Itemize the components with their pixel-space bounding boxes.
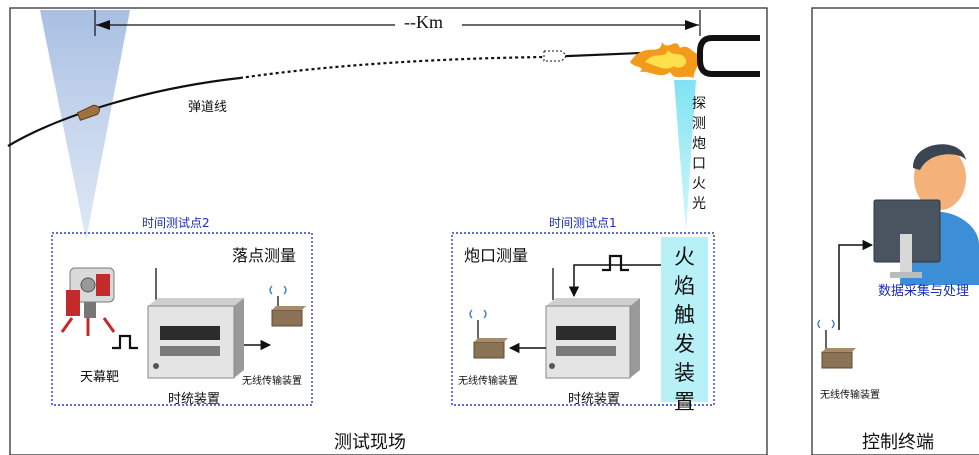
point2-box	[51, 232, 313, 406]
computer-icon	[873, 199, 941, 278]
sky-screen-target-label: 天幕靶	[80, 370, 120, 385]
wireless-device-icon	[817, 319, 856, 369]
terminal-wireless-label: 无线传输装置	[820, 390, 880, 401]
point1-box-label: 炮口测量	[464, 246, 529, 265]
terminal-label: 控制终端	[862, 432, 934, 453]
timer-device-icon	[545, 268, 640, 379]
trajectory-label: 弹道线	[188, 100, 228, 115]
projectile-icon	[76, 104, 101, 121]
detect-muzzle-label: 探测炮口火光	[692, 96, 706, 212]
sky-screen-target-icon	[60, 267, 116, 336]
distance-label: --Km	[404, 12, 443, 32]
point1-timer-label: 时统装置	[568, 392, 621, 407]
point2-wireless-label: 无线传输装置	[242, 376, 302, 387]
point1-wireless-label: 无线传输装置	[458, 376, 518, 387]
arrow-wireless-to-terminal	[838, 239, 874, 330]
point1-box	[451, 232, 715, 406]
dim-arrow-right	[685, 20, 699, 30]
point2-box-label: 落点测量	[232, 246, 297, 265]
flame-trigger-device: 火焰触发装置	[661, 237, 708, 414]
wireless-device-icon	[469, 309, 508, 359]
dim-arrow-left	[96, 20, 110, 30]
pulse-signal-icon	[112, 334, 138, 350]
trajectory-dotted	[239, 55, 546, 80]
muzzle-flame-icon	[630, 42, 701, 78]
site-frame	[9, 7, 768, 455]
point2-timer-label: 时统装置	[168, 392, 221, 407]
arrow-flame-to-timer	[568, 264, 661, 298]
site-label: 测试现场	[334, 432, 406, 453]
data-processing-label: 数据采集与处理	[878, 284, 970, 299]
timer-device-icon	[147, 268, 244, 379]
wireless-device-icon	[269, 285, 306, 327]
terminal-frame	[811, 7, 979, 455]
flame-trigger-label: 火焰触发装置	[674, 245, 695, 414]
sky-screen-cone	[40, 10, 130, 240]
point2-title: 时间测试点2	[142, 216, 210, 230]
muzzle-detect-cone	[674, 80, 696, 232]
point1-title: 时间测试点1	[549, 216, 617, 230]
trajectory-solid-left	[7, 76, 241, 147]
projectile-outline-icon	[543, 50, 566, 62]
gun-muzzle-icon	[697, 35, 760, 77]
pulse-signal-icon	[602, 254, 629, 272]
